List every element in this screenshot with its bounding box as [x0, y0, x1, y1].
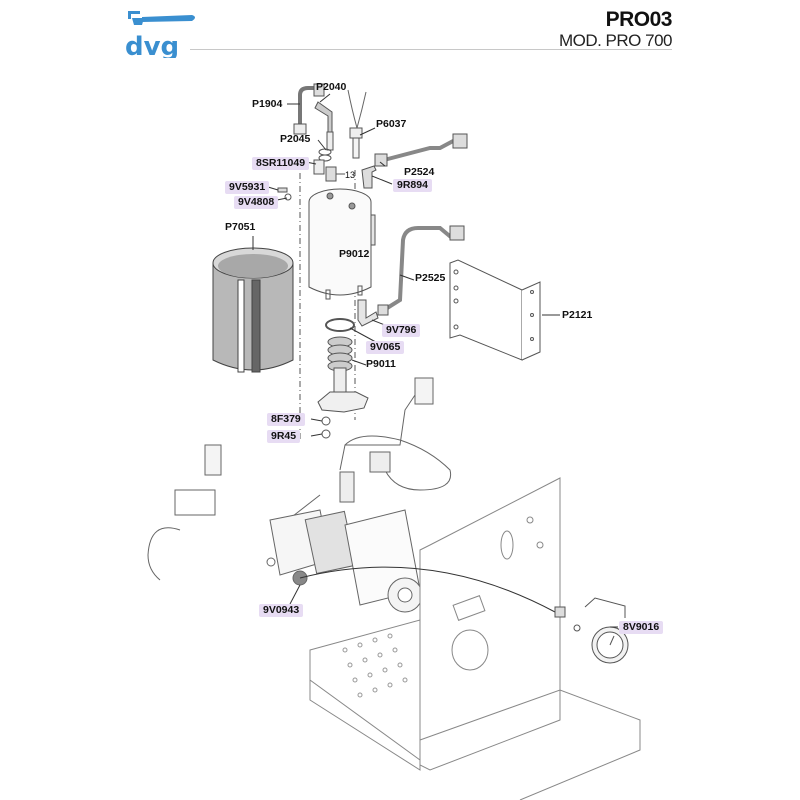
part-label-8sr11049[interactable]: 8SR11049	[252, 157, 310, 170]
model-name: MOD. PRO 700	[558, 31, 673, 50]
capillary-tube	[299, 566, 556, 613]
part-label-p2040[interactable]: P2040	[316, 81, 347, 93]
o-ring	[318, 148, 332, 156]
bracket-part	[449, 259, 541, 361]
part-label-9v5931[interactable]: 9V5931	[225, 181, 270, 194]
part-label-9v796[interactable]: 9V796	[382, 324, 421, 337]
callout-number: 13	[345, 170, 356, 180]
part-label-8f379[interactable]: 8F379	[267, 413, 305, 426]
dvg-logo: dvg	[125, 11, 195, 58]
valve-part	[313, 159, 325, 175]
portafilter-icon	[128, 11, 195, 25]
insulation-sleeve-part	[212, 247, 294, 373]
model-code: PRO03	[605, 8, 673, 31]
gasket-part	[325, 318, 355, 332]
part-label-p9012[interactable]: P9012	[339, 248, 370, 260]
valve-part	[325, 166, 337, 182]
part-label-p6037[interactable]: P6037	[376, 118, 407, 130]
part-label-p1904[interactable]: P1904	[252, 98, 283, 110]
part-label-9r45[interactable]: 9R45	[267, 430, 301, 443]
elbow-pipe-part	[293, 83, 325, 135]
pipe-part	[374, 133, 468, 167]
screw-part	[277, 187, 288, 193]
part-label-p9011[interactable]: P9011	[366, 358, 396, 370]
part-label-9v4808[interactable]: 9V4808	[234, 196, 279, 209]
part-label-9v065[interactable]: 9V065	[366, 341, 405, 354]
boiler-part	[308, 188, 376, 300]
o-ring	[318, 154, 332, 162]
part-label-p2121[interactable]: P2121	[562, 309, 593, 321]
pressure-gauge-part	[554, 597, 629, 664]
chassis-frame	[309, 477, 641, 800]
nut-part	[321, 429, 331, 439]
part-label-8v9016[interactable]: 8V9016	[619, 621, 664, 634]
elbow-fitting-part	[361, 165, 377, 189]
brand-wordmark: dvg	[125, 32, 179, 58]
part-label-p2524[interactable]: P2524	[404, 166, 435, 178]
hydraulic-assembly	[147, 377, 452, 613]
part-label-9r894[interactable]: 9R894	[393, 179, 432, 192]
washer-part	[284, 193, 292, 201]
pipe-part	[377, 225, 465, 316]
heating-element-part	[317, 336, 369, 413]
part-label-p2525[interactable]: P2525	[415, 272, 446, 284]
nut-part	[321, 416, 331, 426]
header-divider	[190, 49, 672, 50]
part-label-9v0943[interactable]: 9V0943	[259, 604, 304, 617]
part-label-p7051[interactable]: P7051	[225, 221, 256, 233]
part-label-p2045[interactable]: P2045	[280, 133, 311, 145]
temperature-sensor-part	[347, 89, 367, 159]
elbow-fitting-part	[357, 299, 379, 327]
fitting-part	[314, 101, 334, 151]
